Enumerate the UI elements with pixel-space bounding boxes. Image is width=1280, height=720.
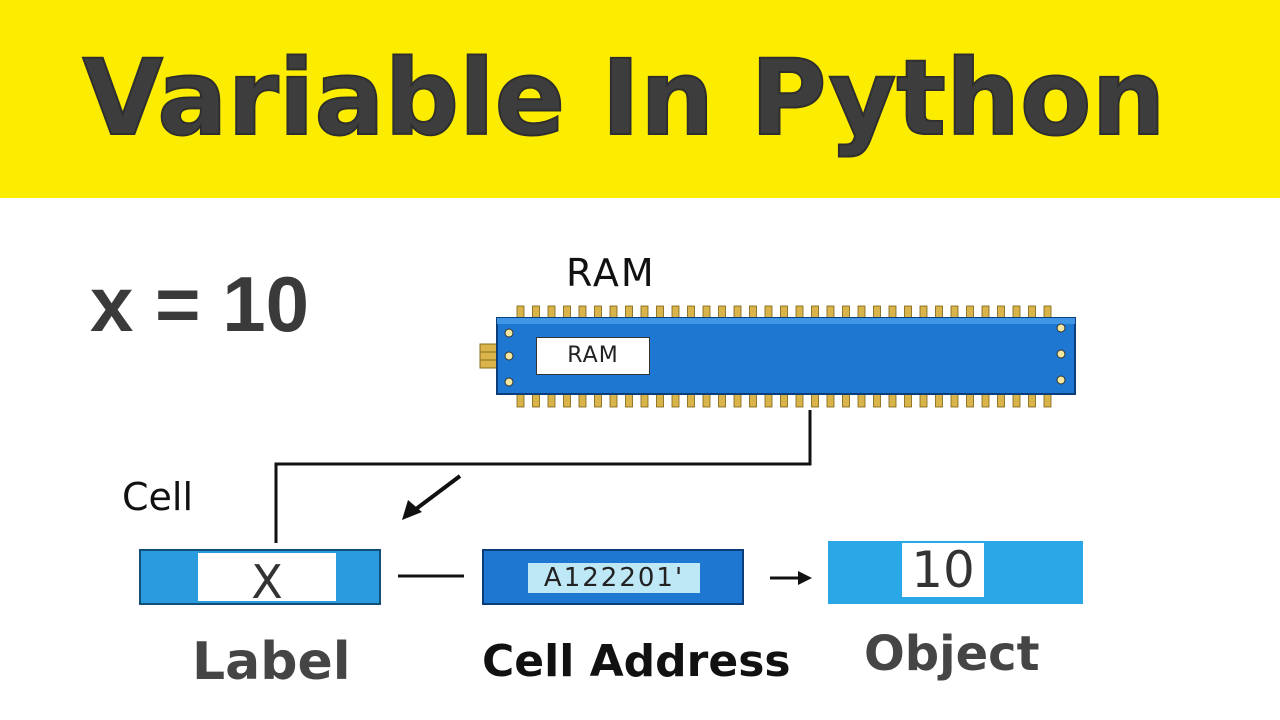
label-cell-window: [198, 553, 336, 601]
address-cell-value: A122201': [528, 563, 700, 593]
ram-pin: [625, 393, 633, 408]
label-caption: Label: [192, 632, 351, 692]
ram-pin: [950, 393, 959, 408]
ram-pin: [826, 393, 835, 408]
ram-to-cell-connector: [274, 410, 812, 543]
ram-pin: [702, 393, 711, 408]
ram-pin: [873, 393, 881, 408]
ram-pin: [904, 393, 912, 408]
ram-pin: [656, 393, 664, 408]
ram-pin: [966, 393, 974, 408]
mount-hole: [504, 328, 514, 338]
ram-pin: [857, 393, 866, 408]
ram-pin: [919, 393, 928, 408]
diagonal-arrow-head: [402, 500, 422, 520]
cell-address-caption: Cell Address: [482, 636, 791, 687]
ram-pin: [578, 393, 587, 408]
ram-pin: [547, 393, 556, 408]
diagonal-arrow-shaft: [410, 474, 462, 514]
mount-hole: [504, 351, 514, 361]
ram-pin: [609, 393, 618, 408]
ram-pin: [516, 393, 525, 408]
title-banner: [0, 0, 1280, 198]
ram-pin: [749, 393, 757, 408]
ram-pin: [733, 393, 742, 408]
ram-pin: [842, 393, 850, 408]
ram-pin: [935, 393, 943, 408]
mount-hole: [504, 377, 514, 387]
ram-pin: [981, 393, 990, 408]
ram-pin: [671, 393, 680, 408]
ram-pin: [1043, 393, 1052, 408]
page-title: Variable In Python: [81, 36, 1166, 160]
ram-chip-highlight: [497, 318, 1075, 324]
object-caption: Object: [864, 626, 1040, 682]
mount-hole: [1056, 375, 1066, 385]
ram-pin: [780, 393, 788, 408]
cell-caption: Cell: [122, 475, 194, 519]
ram-pin: [687, 393, 695, 408]
ram-pin: [1012, 393, 1021, 408]
mount-hole: [1056, 323, 1066, 333]
ram-title: RAM: [566, 251, 656, 295]
ram-pins-top: [516, 305, 1052, 320]
ram-pin: [888, 393, 897, 408]
ram-pin: [563, 393, 571, 408]
ram-pin: [997, 393, 1005, 408]
object-cell-value: 10: [902, 543, 984, 597]
assignment-equation: x = 10: [90, 260, 310, 348]
address-object-arrow-head: [798, 571, 812, 585]
mount-hole: [1056, 349, 1066, 359]
ram-pin: [764, 393, 773, 408]
ram-pin: [640, 393, 649, 408]
ram-pin: [532, 393, 540, 408]
ram-pin: [594, 393, 602, 408]
ram-pin: [811, 393, 819, 408]
ram-pins-bottom: [516, 393, 1052, 408]
ram-pin: [795, 393, 804, 408]
ram-pin: [1028, 393, 1036, 408]
ram-pin: [718, 393, 726, 408]
ram-chip-label: RAM: [536, 337, 650, 375]
label-cell-value: X: [251, 555, 283, 609]
